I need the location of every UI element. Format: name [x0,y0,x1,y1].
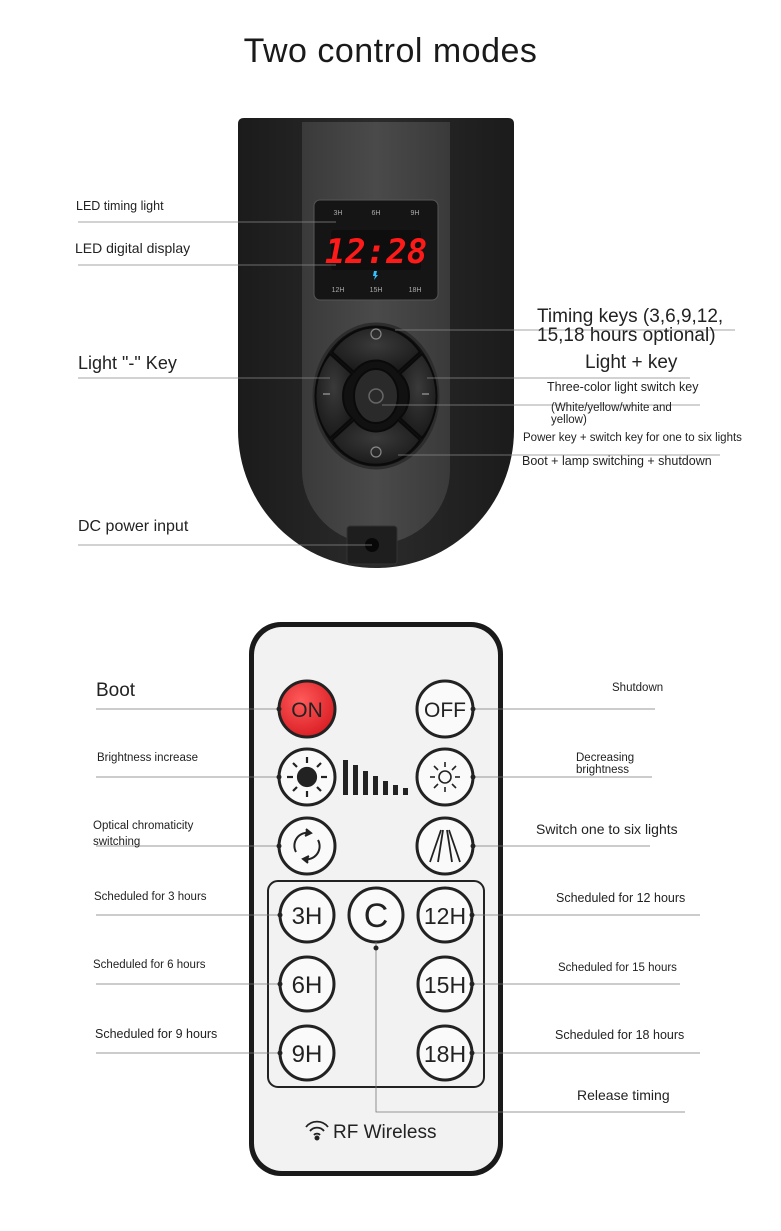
device-leader-lines [78,221,735,546]
remote-control: ON OFF C 3H 12H 6H 15H 9H 18H RF Wireles… [96,622,700,1176]
timer-icon [370,328,382,340]
label-sched-18h: Scheduled for 18 hours [555,1028,685,1042]
label-three-color-note: (White/yellow/white and yellow) [551,402,672,426]
off-label: OFF [424,699,466,722]
label-three-color-key: Three-color light switch key [547,380,699,394]
label-sched-12h: Scheduled for 12 hours [556,891,686,905]
label-sched-3h: Scheduled for 3 hours [94,891,207,903]
label-sched-6h: Scheduled for 6 hours [93,959,206,971]
wifi-icon [305,1120,329,1141]
brand-label: RF Wireless [333,1122,436,1143]
timer-18h-label: 18H [424,1041,466,1067]
label-sched-15h: Scheduled for 15 hours [558,962,677,974]
label-led-timing-light: LED timing light [76,199,164,213]
light-minus-key[interactable] [314,352,354,440]
label-led-digital-display: LED digital display [75,240,191,256]
display-mark-6h: 6H [372,210,381,217]
display-mark-9h: 9H [411,210,420,217]
timer-6h-label: 6H [292,972,323,999]
timer-3h-label: 3H [292,903,323,930]
color-switch-icon [368,388,384,404]
color-switch-key[interactable] [353,368,399,424]
cycle-arrows-icon [293,828,321,864]
label-decreasing-brightness: Decreasing brightness [576,752,635,776]
wall-controller: 12:28 3H 6H 9H 12H 15H 18H [78,118,735,568]
label-timing-keys: Timing keys (3,6,9,12, 15,18 hours optio… [537,306,724,346]
light-switch-button[interactable] [415,816,475,876]
label-switch-lights: Switch one to six lights [536,821,678,837]
display-mark-12h: 12H [332,287,345,294]
on-label: ON [291,699,323,722]
color-cycle-button[interactable] [277,816,337,876]
clear-label: C [364,897,389,935]
label-shutdown: Shutdown [612,682,664,694]
display-indicator-icon [373,271,378,280]
display-mark-18h: 18H [409,287,422,294]
display-digits-bg [331,230,421,270]
brightness-down-button[interactable] [415,747,475,807]
timing-key[interactable] [330,326,422,374]
label-release-timing: Release timing [577,1087,670,1103]
light-plus-key[interactable] [398,352,438,440]
label-light-plus-key: Light + key [585,352,678,373]
light-beams-icon [429,829,461,863]
sun-big-icon [287,757,327,797]
label-power-key: Power key + switch key for one to six li… [523,432,742,444]
label-boot-lamp: Boot + lamp switching + shutdown [522,454,712,468]
brightness-level-icon [343,760,408,795]
label-sched-9h: Scheduled for 9 hours [95,1027,218,1041]
power-icon [370,446,382,458]
power-key[interactable] [330,418,422,466]
timer-12h-label: 12H [424,903,466,929]
display-mark-3h: 3H [334,210,343,217]
timer-9h-label: 9H [292,1041,323,1068]
page-title: Two control modes [243,32,538,70]
label-boot: Boot [96,680,136,701]
label-optical-chromaticity: Optical chromaticity switching [93,820,194,848]
label-light-minus-key: Light "-" Key [78,353,177,373]
display-time: 12:28 [325,232,427,272]
display-mark-15h: 15H [370,287,383,294]
remote-leader-lines [96,708,700,1113]
sun-small-icon [430,762,460,792]
label-brightness-increase: Brightness increase [97,752,198,764]
label-dc-power-input: DC power input [78,518,189,535]
timer-15h-label: 15H [424,972,466,998]
